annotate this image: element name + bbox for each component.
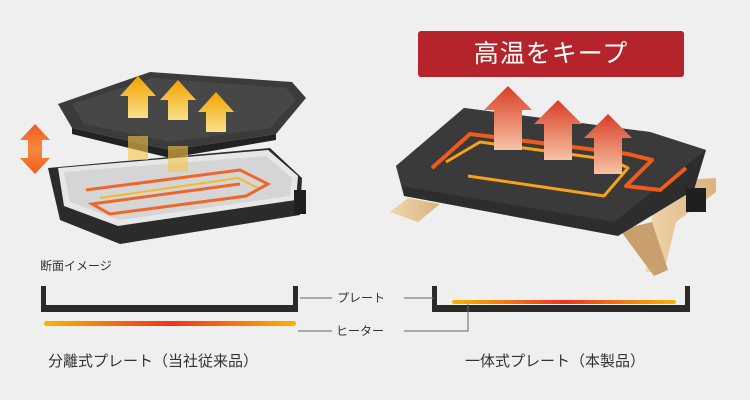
up-arrow-icon — [534, 100, 582, 160]
up-arrow-icon — [198, 92, 234, 132]
caption-separate-plate: 分離式プレート（当社従来品） — [48, 352, 259, 370]
heater-label: ヒーター — [336, 324, 385, 338]
heater-bar-separate — [44, 321, 296, 326]
caption-integrated-plate: 一体式プレート（本製品） — [465, 352, 646, 370]
up-arrow-icon — [584, 114, 632, 174]
up-arrow-icon — [120, 76, 156, 118]
heat-arrows-right — [484, 86, 632, 174]
heat-arrows-left — [120, 76, 234, 172]
leader-lines — [298, 297, 469, 332]
up-arrow-icon — [484, 86, 532, 150]
up-arrow-icon — [160, 80, 196, 120]
double-arrow-icon — [20, 124, 50, 174]
up-arrow-icon — [128, 136, 148, 160]
high-temp-banner: 高温をキープ — [418, 31, 684, 77]
cross-section-separate — [41, 286, 298, 326]
plate-label: プレート — [337, 291, 386, 305]
heater-bar-integrated — [452, 300, 676, 304]
section-image-label: 断面イメージ — [40, 259, 112, 273]
cross-section-integrated — [432, 286, 690, 312]
up-arrow-icon — [168, 146, 188, 172]
